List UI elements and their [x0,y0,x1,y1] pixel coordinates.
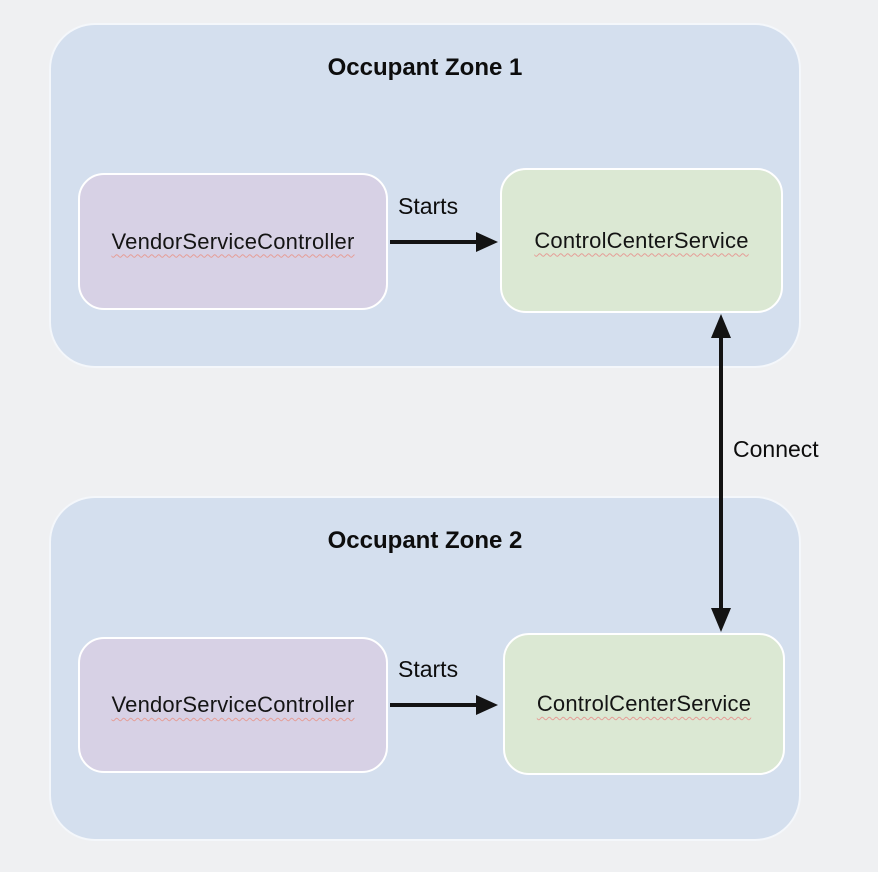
arrow-head-down [711,608,731,632]
zone-2-starts-edge-label: Starts [398,656,459,682]
connect-edge-label: Connect [733,436,819,462]
zone-1-starts-arrow-icon [390,232,498,252]
node-label: ControlCenterService [534,227,749,253]
zone-2-vendor-service-controller-node: VendorServiceController [78,637,388,773]
arrow-head-up [711,314,731,338]
arrow-head-right [476,695,498,715]
zone-1-vendor-service-controller-node: VendorServiceController [78,173,388,310]
zone-2-starts-arrow-icon [390,695,498,715]
arrow-shaft [390,240,480,244]
zone-1-starts-edge-label: Starts [398,193,459,219]
node-label: ControlCenterService [536,691,752,716]
zone-2-title: Occupant Zone 2 [327,527,523,554]
node-label: VendorServiceController [111,228,355,254]
zone-2-control-center-service-node: ControlCenterService [503,633,785,775]
node-label: VendorServiceController [111,692,355,717]
zone-1-control-center-service-node: ControlCenterService [500,168,783,313]
connect-double-arrow-icon [711,314,731,632]
zone-1-title: Occupant Zone 1 [327,54,523,81]
arrow-shaft [390,703,480,707]
arrow-shaft [719,334,723,612]
arrow-head-right [476,232,498,252]
